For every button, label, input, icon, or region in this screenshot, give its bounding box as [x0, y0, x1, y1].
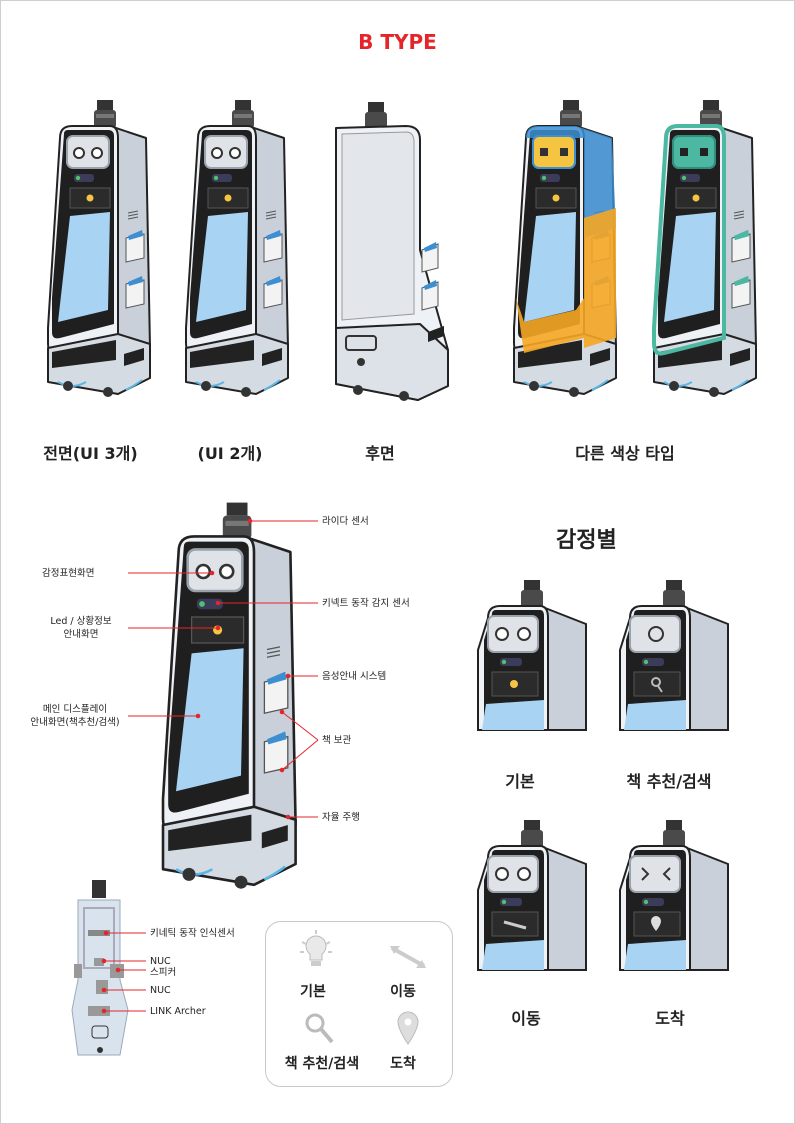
page-title: B TYPE: [358, 30, 437, 54]
label-autonomous: 자율 주행: [322, 812, 360, 823]
label-emotion-screen: 감정표현화면: [42, 568, 95, 579]
location-pin-icon: [397, 1011, 419, 1045]
label-internal-nuc1: NUC: [150, 956, 171, 967]
label-voice-system: 음성안내 시스템: [322, 671, 387, 682]
legend-move: 이동: [390, 984, 416, 1000]
robot-color-blue-orange: [513, 99, 617, 398]
label-internal-speaker: 스피커: [150, 967, 177, 978]
label-book-storage: 책 보관: [322, 735, 352, 746]
label-led-info: Led / 상황정보 안내화면: [50, 616, 112, 640]
caption-color-types: 다른 색상 타입: [575, 444, 675, 463]
label-internal-kinect: 키네틱 동작 인식센서: [150, 928, 235, 939]
legend-book: 책 추천/검색: [284, 1056, 360, 1072]
label-main-display: 메인 디스플레이 안내화면(책추천/검색): [30, 704, 120, 728]
emotion-arrive-head: [619, 819, 729, 971]
caption-emotion-book: 책 추천/검색: [626, 772, 712, 791]
emotion-book-head: [619, 579, 729, 731]
caption-back: 후면: [365, 444, 395, 463]
legend-basic: 기본: [300, 984, 326, 1000]
label-internal-link: LINK Archer: [150, 1006, 206, 1017]
caption-emotion-basic: 기본: [505, 772, 535, 791]
move-arrows-icon: [390, 946, 426, 968]
label-kinect: 키넥트 동작 감지 센서: [322, 598, 410, 609]
robot-color-teal: [652, 99, 757, 398]
internal-schematic: [71, 880, 129, 1056]
emotion-basic-head: [477, 579, 587, 731]
lightbulb-icon: [300, 930, 332, 966]
emotion-move-head: [477, 819, 587, 971]
caption-front-ui2: (UI 2개): [197, 444, 263, 463]
caption-emotion-arrive: 도착: [655, 1009, 685, 1028]
label-lidar: 라이다 센서: [322, 516, 369, 527]
legend-arrive: 도착: [390, 1056, 416, 1072]
icon-legend: [265, 921, 453, 1087]
magnifier-icon: [305, 1013, 334, 1044]
label-internal-nuc2: NUC: [150, 985, 171, 996]
caption-emotion-move: 이동: [511, 1009, 541, 1028]
caption-front-ui3: 전면(UI 3개): [43, 444, 138, 463]
emotion-heading: 감정별: [556, 528, 617, 553]
